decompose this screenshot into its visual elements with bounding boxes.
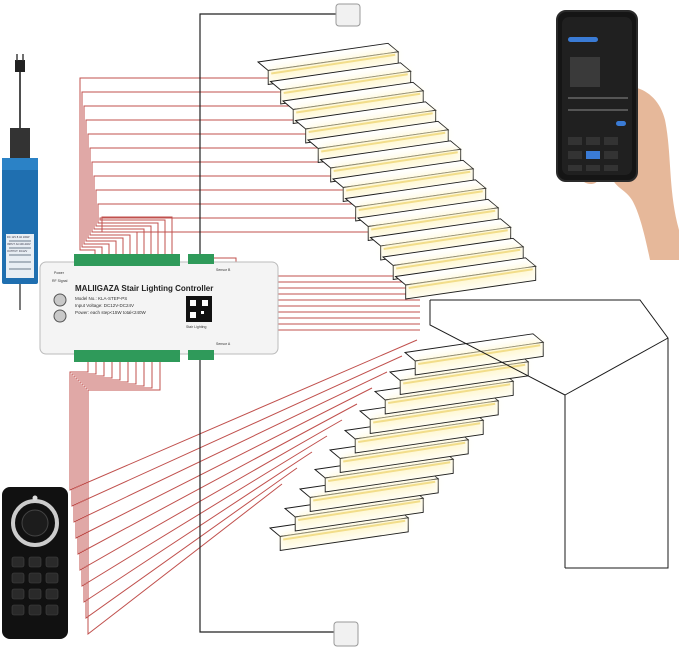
rf-signal-label: RF Signal (52, 279, 68, 283)
upper-step (319, 140, 462, 183)
app-screen (562, 17, 632, 175)
upper-step (381, 237, 525, 281)
upper-step (269, 62, 412, 105)
upper-stair-flight (256, 42, 537, 300)
smartphone (556, 10, 638, 182)
upper-step (281, 81, 425, 125)
power-label: Power (54, 271, 64, 275)
controller-model: Model No.: KLA-STEP-PS (75, 296, 128, 301)
power-supply (2, 54, 38, 310)
controller-title: MALIIGAZA Stair Lighting Controller (75, 284, 214, 293)
psu-line-1: DC 12V 8.3A 100W (7, 236, 30, 239)
upper-step (344, 179, 487, 222)
sensor-a-label: Sensor A (216, 342, 231, 346)
remote-control (2, 487, 68, 639)
lower-stair-flight (268, 333, 545, 552)
stair-controller (39, 254, 279, 362)
upper-step (256, 42, 400, 86)
qr-code (186, 296, 212, 322)
upper-step (294, 101, 437, 144)
controller-input-voltage: Input Voltage: DC12V-DC24V (75, 303, 135, 308)
psu-line-2: INPUT: AC100-240V (7, 243, 31, 246)
upper-step (331, 159, 475, 203)
sensor-b-label: Sensor B (216, 268, 231, 272)
psu-line-3: OUTPUT: DC12V (7, 250, 28, 253)
top-motion-sensor (335, 3, 361, 27)
upper-step (369, 218, 512, 261)
stair-landing (429, 299, 669, 569)
upper-step (394, 257, 537, 300)
qr-label: Stair Lighting (186, 325, 207, 329)
bottom-motion-sensor (333, 621, 359, 647)
controller-power: Power: each step<15W total<240W (75, 310, 146, 315)
upper-step (356, 198, 500, 242)
upper-step (306, 120, 450, 164)
